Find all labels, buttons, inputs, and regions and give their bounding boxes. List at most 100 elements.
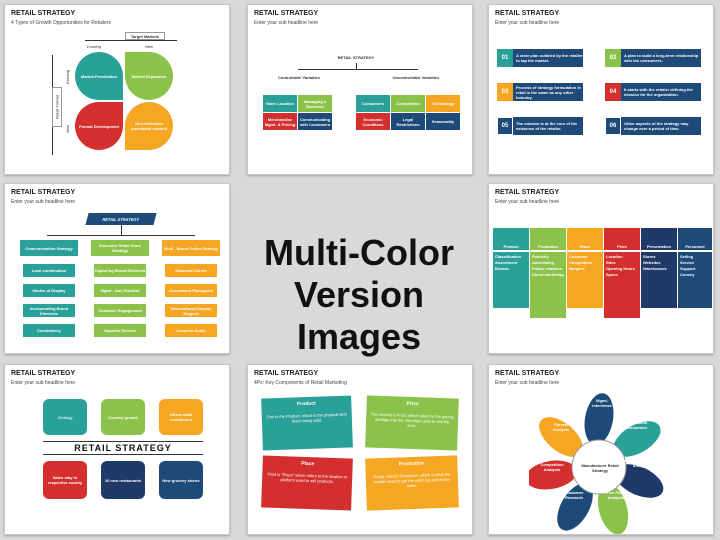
slide-title: RETAIL STRATEGY [495,10,560,17]
cell-store-location: Store Location [263,95,297,112]
card-text-product: First is the Product, which is the physi… [266,411,348,424]
promotion-item: Public relations [532,266,562,271]
bottom-box-restaurants: 10 new restaurants [101,461,145,499]
card-head-price: Price [406,400,419,408]
slide-thumbnail-7[interactable]: RETAIL STRATEGY 4Ps: Key Components of R… [247,364,473,535]
slide-subtitle: Enter your sub headline here [254,20,319,26]
cell-merchandise: Merchandise Mgmt. & Pricing [263,113,297,130]
personnel-item: Support [680,266,696,271]
col-head-multibrand: Multi - Brand Outlet Strategy [162,240,220,256]
caption-line-1: Multi-Color [264,232,454,273]
col-head-communication: Communication Strategy [20,240,78,256]
comm-item-2: Modes of Display [23,284,75,297]
slide-title: RETAIL STRATEGY [11,189,76,196]
slide-subtitle: Enter your sub headline here [495,20,560,26]
price-item: Space [606,272,618,277]
excl-item-4: Superior Service [94,324,146,337]
personnel-item: Selling [680,254,694,259]
cell-consumers: Consumers [356,95,390,112]
bottom-box-sales: Sales stay in respective county [43,461,87,499]
root-box: RETAIL STRATEGY [337,55,375,60]
price-item: Sites [606,260,616,265]
promotion-item: Direct marketing [532,272,564,277]
slide-title: RETAIL STRATEGY [495,189,560,196]
presentation-item: Stores [643,254,656,259]
multi-item-3: Informational Display Support [165,304,217,317]
petal-merchandise: Merchandise Mix Analysis [624,458,658,468]
slide-title: RETAIL STRATEGY [254,370,319,377]
retail-format-label: Retail Format [52,87,62,127]
cell-economic: Economic Conditions [356,113,390,130]
promotion-item: Publicity [532,254,549,259]
col-head-presentation: Presentation [641,242,677,250]
slide-subtitle: Enter your sub headline here [11,380,76,386]
item-text-02: A plan to build a long-term relationship… [621,49,701,67]
col-head-place: Place [567,242,603,250]
top-box-strategy: Strategy [46,402,84,432]
retail-strategy-banner: RETAIL STRATEGY [43,441,203,455]
existing-label: Existing [87,44,102,49]
slide-thumbnail-2[interactable]: RETAIL STRATEGY Enter your sub headline … [247,4,473,175]
slide-thumbnail-4[interactable]: RETAIL STRATEGY Enter your sub headline … [4,183,230,354]
item-number-05: 05 [497,117,513,135]
price-item: Opening Hours [606,266,635,271]
uncontrollable-variables: Uncontrollable Variables [392,74,440,80]
petal-customer-research: Customer Research [564,490,584,500]
excl-item-3: Customer Engagement [94,304,146,317]
market-penetration-quad: Market Penetration [75,52,123,100]
cell-seasonality: Seasonality [426,113,460,130]
product-item: Classification [495,254,522,259]
slide-title: RETAIL STRATEGY [495,370,560,377]
col-head-price: Price [604,242,640,250]
center-caption: Multi-Color Version Images [232,232,486,358]
item-number-01: 01 [497,49,513,67]
cell-managing-business: Managing a Business [298,95,332,112]
cell-communicating: Communicating with Customers [298,113,332,130]
excl-item-2: Mgmt - Non Stockist [94,284,146,297]
petal-organization: Organization Assessment [622,420,648,430]
root-banner: RETAIL STRATEGY [85,213,157,225]
market-expansion-quad: Market Expansion [125,52,173,100]
slide-thumbnail-6[interactable]: RETAIL STRATEGY Enter your sub headline … [4,364,230,535]
caption-line-2: Version Images [293,274,425,357]
diversification-quad: Diversification (unrelated/ related) [125,102,173,150]
item-text-05: The mission is at the core of the existe… [513,117,583,135]
promotion-item: Advertising [532,260,555,265]
slide-thumbnail-5[interactable]: RETAIL STRATEGY Enter your sub headline … [488,183,714,354]
card-text-promotion: Finally, there's Promotion, which is wha… [372,471,451,489]
place-item: Competition [569,260,593,265]
presentation-item: Websites [643,260,661,265]
slide-subtitle: Enter your sub headline here [495,199,560,205]
top-box-direct-retail: Direct retail recruitment [159,399,203,435]
personnel-item: Service [680,260,695,265]
cell-technology: Technology [426,95,460,112]
item-number-06: 06 [605,117,621,135]
slide-subtitle: Enter your sub headline here [495,380,560,386]
comm-item-4: Consistency [23,324,75,337]
col-head-promotion: Promotion [530,242,566,250]
format-development-quad: Format Development [75,102,123,150]
slide-thumbnail-1[interactable]: RETAIL STRATEGY 4 Types of Growth Opport… [4,4,230,175]
petal-format: Format Analysis [552,422,570,432]
col-head-exclusive: Exclusive Retail Store Strategy [91,240,149,256]
slide-thumbnail-8[interactable]: RETAIL STRATEGY Enter your sub headline … [488,364,714,535]
card-head-product: Product [296,400,316,408]
product-item: Brands [495,266,509,271]
personnel-item: Convey [680,272,695,277]
existing-vertical-label: Existing [65,70,70,85]
multi-item-2: Assortment Planogram [165,284,217,297]
controllable-variables: Controllable Variables [277,74,320,80]
col-head-personnel: Personnel [678,242,712,250]
card-head-promotion: Promotion [398,460,424,468]
col-head-product: Product [493,242,529,250]
flower-diagram [529,393,664,534]
card-text-price: The second is Price, which refers to the… [370,411,454,429]
slide-thumbnail-3[interactable]: RETAIL STRATEGY Enter your sub headline … [488,4,714,175]
slide-title: RETAIL STRATEGY [254,10,319,17]
petal-competition: Competition Analysis [540,462,564,472]
multi-item-1: Seasonal Corner [165,264,217,277]
card-head-place: Place [301,460,315,468]
place-item: Mergers [569,266,585,271]
slide-title: RETAIL STRATEGY [11,10,76,17]
item-number-03: 03 [497,83,513,101]
